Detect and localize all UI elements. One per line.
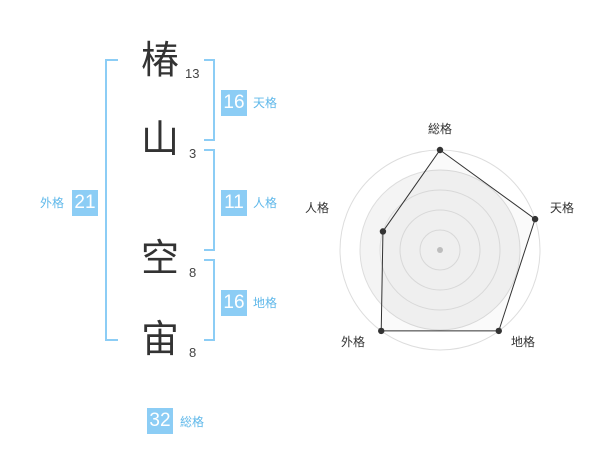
jinkaku-bracket <box>204 149 215 251</box>
name-char-1-strokes: 13 <box>185 66 200 81</box>
name-char-1: 椿 <box>141 38 180 82</box>
radar-point-4 <box>379 228 387 235</box>
tenkaku-label: 天格 <box>253 96 278 110</box>
chikaku-bracket <box>204 259 215 341</box>
radar-axis-label-jinkaku: 人格 <box>305 201 330 215</box>
tenkaku-bracket <box>204 59 215 141</box>
radar-point-3 <box>378 327 385 335</box>
radar-series-polygon <box>380 149 536 332</box>
chikaku-label: 地格 <box>253 296 278 310</box>
radar-point-2 <box>495 327 502 335</box>
radar-point-0 <box>436 146 444 154</box>
tenkaku-badge: 16 <box>221 90 247 116</box>
gaikaku-badge: 21 <box>72 190 98 216</box>
radar-center-dot <box>437 247 443 253</box>
gaikaku-bracket <box>105 59 118 341</box>
radar-axis-label-gaikaku: 外格 <box>341 335 366 349</box>
name-char-2: 山 <box>141 117 180 161</box>
name-char-3-strokes: 8 <box>189 265 197 280</box>
jinkaku-label: 人格 <box>253 196 278 210</box>
radar-axis-label-chikaku: 地格 <box>511 335 536 349</box>
name-char-4-strokes: 8 <box>189 345 197 360</box>
chikaku-badge: 16 <box>221 290 247 316</box>
radar-point-1 <box>531 215 539 223</box>
soukaku-label: 総格 <box>180 415 205 429</box>
radar-axis-label-soukaku: 総格 <box>428 122 453 136</box>
radar-axis-label-tenkaku: 天格 <box>550 201 575 215</box>
jinkaku-badge: 11 <box>221 190 247 216</box>
name-char-3: 空 <box>141 236 180 280</box>
name-char-4: 宙 <box>141 317 180 361</box>
gaikaku-label: 外格 <box>40 196 65 210</box>
soukaku-badge: 32 <box>147 408 173 434</box>
name-char-2-strokes: 3 <box>189 146 197 161</box>
